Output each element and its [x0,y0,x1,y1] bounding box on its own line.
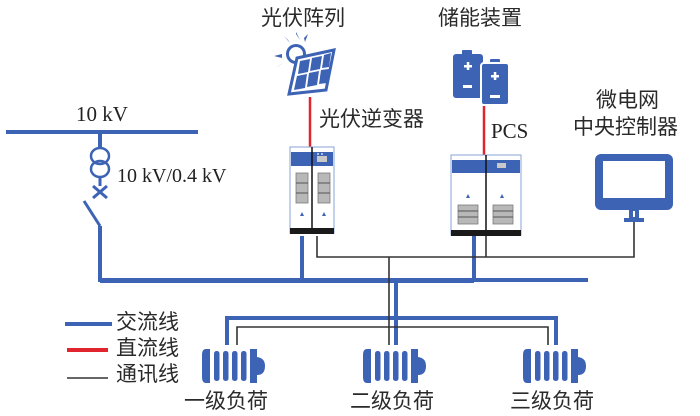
load-3-label: 三级负荷 [510,389,594,413]
switch-symbol [82,200,102,227]
storage-label: 储能装置 [438,6,522,30]
bus-10kv-label: 10 kV [76,102,128,126]
battery-icon [453,50,510,106]
pv-comm-line [316,222,635,258]
breaker-symbol [92,177,108,200]
pv-inverter-cabinet-icon [289,146,335,234]
dc-lines [308,97,486,155]
controller-label-line1: 微电网 [596,88,659,112]
solar-panel-icon [274,32,336,96]
controller-label-line2: 中央控制器 [573,115,678,139]
transformer-label: 10 kV/0.4 kV [117,165,227,187]
comm-lines [236,222,635,345]
legend [65,322,112,379]
load-icon [523,349,586,383]
pcs-cabinet-icon [450,154,522,236]
monitor-icon [595,154,673,222]
load-comm-line [236,326,549,345]
pv-array-label: 光伏阵列 [261,6,345,30]
load-1-label: 一级负荷 [184,389,268,413]
legend-comm-label: 通讯线 [116,362,179,386]
load-icon [363,349,426,383]
loads-group [202,349,586,383]
load-icon [202,349,265,383]
ac-lines [6,130,588,345]
load-2-label: 二级负荷 [350,389,434,413]
transformer-symbol [89,146,111,179]
load-bus-line [225,316,558,345]
pcs-label: PCS [491,119,529,143]
pv-inverter-label: 光伏逆变器 [319,107,424,131]
legend-dc-label: 直流线 [116,336,179,360]
legend-ac-label: 交流线 [116,310,179,334]
